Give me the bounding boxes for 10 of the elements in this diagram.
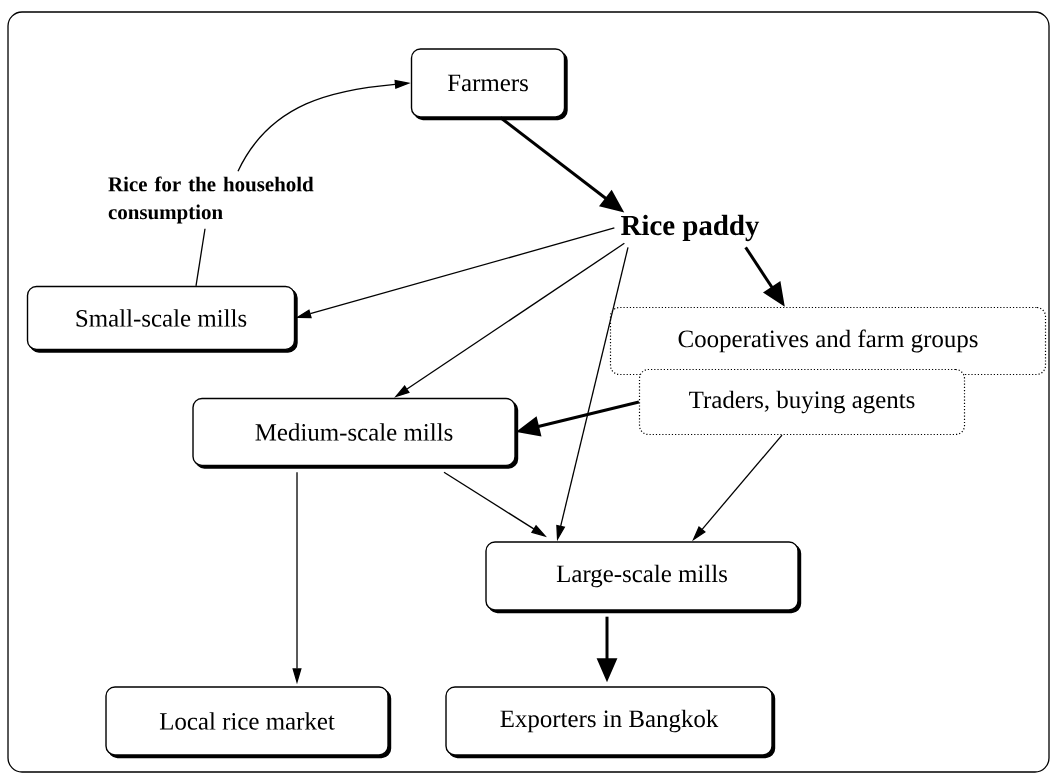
process-box: Medium-scale mills (192, 397, 519, 469)
process-box: Farmers (410, 48, 568, 121)
group-box: Traders, buying agents (638, 368, 966, 436)
flow-label: Rice paddy (621, 214, 760, 242)
process-box: Local rice market (105, 686, 392, 759)
process-box: Exporters in Bangkok (445, 686, 776, 759)
flow-label: Rice for the household consumption (108, 176, 314, 224)
group-box: Cooperatives and farm groups (609, 306, 1047, 376)
process-box: Small-scale mills (26, 285, 298, 353)
process-box: Large-scale mills (485, 541, 802, 614)
